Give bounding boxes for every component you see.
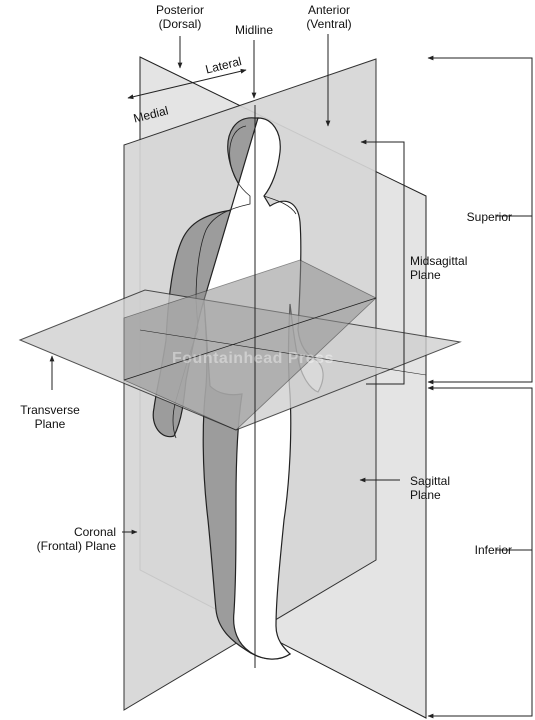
anterior-label-line2: (Ventral) (306, 17, 352, 31)
sagittal-label-line1: Sagittal (410, 474, 451, 488)
transverse-label-line2: Plane (34, 417, 66, 431)
coronal-label-line1: Coronal (73, 525, 116, 539)
anterior-label-line1: Anterior (307, 3, 351, 17)
superior-label: Superior (466, 210, 512, 224)
midsagittal-plane-label: Midsagittal Plane (410, 254, 467, 282)
midsagittal-bracket (362, 141, 405, 385)
midsagittal-label-line2: Plane (410, 268, 441, 282)
posterior-label-line2: (Dorsal) (158, 17, 202, 31)
sagittal-plane-label: Sagittal Plane (410, 474, 450, 502)
posterior-label: Posterior (Dorsal) (138, 3, 222, 31)
inferior-label: Inferior (474, 543, 512, 557)
transverse-plane-intersection (123, 259, 377, 431)
transverse-plane-label: Transverse Plane (4, 403, 96, 431)
sagittal-label-line2: Plane (410, 488, 441, 502)
coronal-plane-label: Coronal (Frontal) Plane (2, 525, 116, 553)
posterior-label-line1: Posterior (155, 3, 205, 17)
inferior-bracket (430, 387, 533, 717)
transverse-label-line1: Transverse (20, 403, 80, 417)
watermark: Fountainhead Press (172, 350, 334, 367)
superior-bracket (430, 57, 533, 383)
lateral-medial-arrow (127, 68, 247, 100)
midsagittal-label-line1: Midsagittal (410, 254, 468, 268)
transverse-midsagittal-line (123, 297, 377, 381)
midline-label: Midline (234, 23, 273, 37)
transverse-coronal-line (139, 329, 427, 376)
anterior-label: Anterior (Ventral) (292, 3, 366, 31)
coronal-label-line2: (Frontal) Plane (36, 539, 116, 553)
